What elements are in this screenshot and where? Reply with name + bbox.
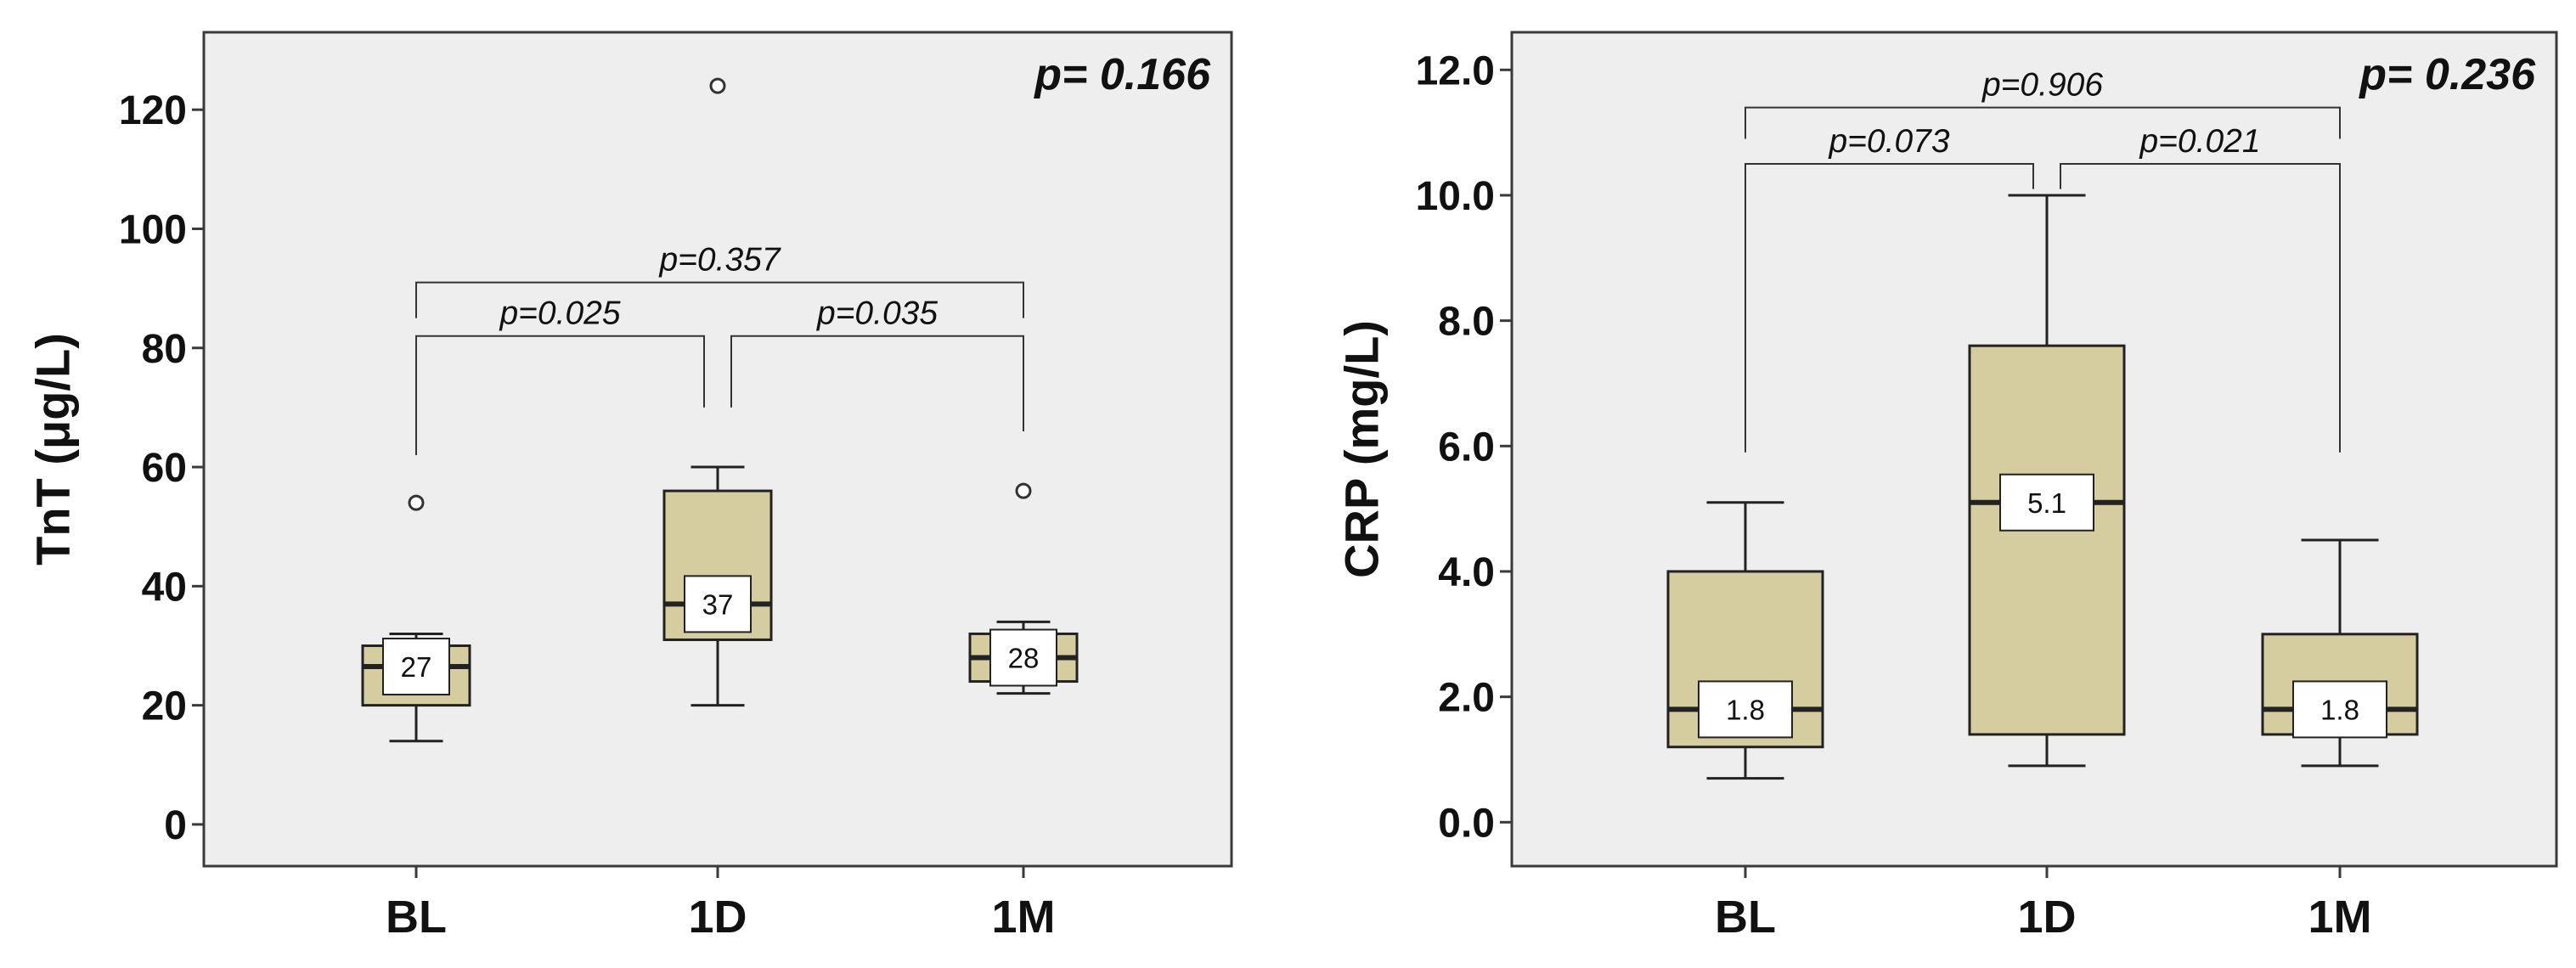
bracket-line xyxy=(415,335,705,456)
y-tick-label: 80 xyxy=(142,327,187,372)
y-tick-label: 20 xyxy=(142,684,187,729)
median-label-box xyxy=(684,575,752,633)
median-label-box xyxy=(989,628,1057,687)
median-label: 37 xyxy=(702,588,734,620)
box-1D: 5.1 xyxy=(1968,194,2126,768)
median-label-box xyxy=(382,638,450,696)
comparison-p-value: p=0.906 xyxy=(1981,67,2103,104)
y-axis-title: CRP (mg/L) xyxy=(1335,320,1389,578)
plot-area xyxy=(202,31,1233,868)
y-tick-label: 60 xyxy=(142,446,187,491)
median-label: 28 xyxy=(1008,643,1040,674)
y-tick-label: 100 xyxy=(119,207,187,252)
chart-panel-2: 0.0 2.0 4.0 6.0 8.0 10.0 12.0BL 1D 1M CRP (mg/L) 1… xyxy=(1335,31,2558,943)
comparison-p-value: p=0.025 xyxy=(499,295,620,332)
bracket-line xyxy=(2060,163,2341,453)
median-label-box xyxy=(2292,680,2387,739)
outlier-point xyxy=(408,494,425,511)
comparison-p-value: p=0.035 xyxy=(816,295,938,332)
box-BL: 1.8 xyxy=(1666,501,1824,780)
outlier-point xyxy=(709,77,726,94)
box-1D: 37 xyxy=(662,77,773,707)
median-label: 1.8 xyxy=(1726,694,1765,725)
comparison-p-value: p=0.021 xyxy=(2139,123,2260,160)
outlier-point xyxy=(1015,482,1032,499)
comparison-bracket: p=0.025 xyxy=(415,295,705,456)
y-tick-label: 120 xyxy=(119,88,187,133)
y-tick-label: 0 xyxy=(164,803,187,848)
comparison-bracket: p=0.021 xyxy=(2060,123,2341,453)
bracket-line xyxy=(1745,106,2341,139)
box-BL: 27 xyxy=(361,494,471,743)
x-tick-label: 1D xyxy=(688,892,747,943)
y-tick-label: 0.0 xyxy=(1438,801,1495,846)
median-label: 1.8 xyxy=(2320,694,2359,725)
x-tick-label: BL xyxy=(1715,892,1776,943)
comparison-p-value: p=0.357 xyxy=(658,242,781,279)
median-label: 5.1 xyxy=(2027,487,2066,519)
y-tick-label: 12.0 xyxy=(1416,48,1495,93)
comparison-p-value: p=0.073 xyxy=(1828,123,1949,160)
median-label: 27 xyxy=(401,651,432,683)
y-axis-title: TnT (μg/L) xyxy=(26,333,80,566)
comparison-bracket: p=0.906 xyxy=(1745,67,2341,139)
comparison-bracket: p=0.073 xyxy=(1745,123,2034,453)
bracket-line xyxy=(1745,163,2034,453)
bracket-line xyxy=(415,281,1024,318)
median-label-box xyxy=(1999,473,2094,532)
y-tick-label: 40 xyxy=(142,565,187,610)
comparison-bracket: p=0.035 xyxy=(730,295,1024,431)
y-tick-label: 8.0 xyxy=(1438,300,1495,345)
x-tick-label: 1M xyxy=(2308,892,2371,943)
y-tick-label: 4.0 xyxy=(1438,550,1495,595)
box-1M: 1.8 xyxy=(2261,538,2419,768)
x-tick-label: BL xyxy=(386,892,447,943)
y-tick-label: 2.0 xyxy=(1438,676,1495,721)
iqr-box xyxy=(1968,344,2126,736)
bracket-line xyxy=(730,335,1024,431)
overall-p-value: p= 0.166 xyxy=(1033,50,1211,99)
x-tick-label: 1M xyxy=(991,892,1055,943)
x-tick-label: 1D xyxy=(2017,892,2076,943)
overall-p-value: p= 0.236 xyxy=(2358,50,2536,99)
y-tick-label: 6.0 xyxy=(1438,425,1495,470)
box-1M: 28 xyxy=(968,482,1079,695)
y-tick-label: 10.0 xyxy=(1416,174,1495,219)
median-label-box xyxy=(1698,680,1793,739)
comparison-bracket: p=0.357 xyxy=(415,242,1024,318)
